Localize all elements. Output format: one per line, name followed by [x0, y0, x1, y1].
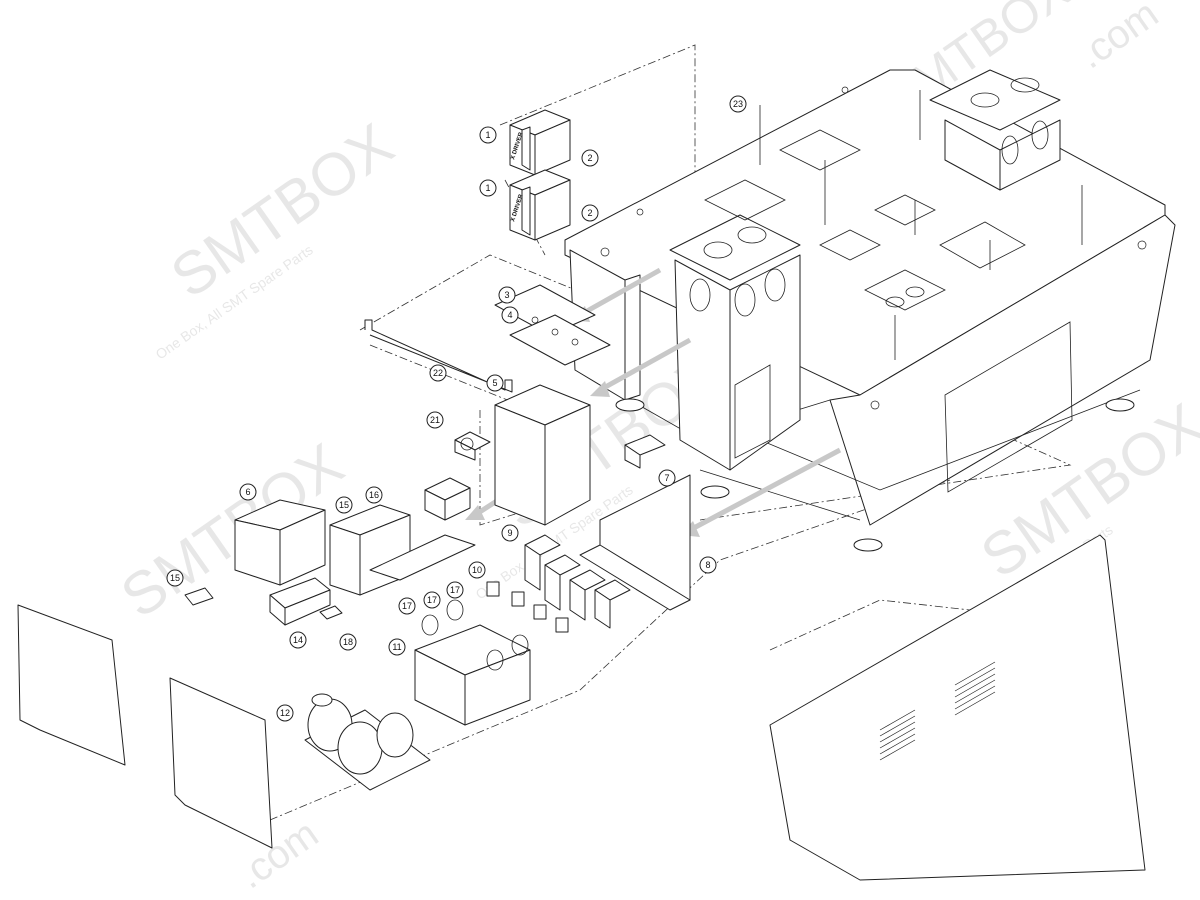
vent-left	[879, 709, 916, 761]
callout-label: 21	[430, 415, 440, 425]
transformer	[414, 599, 531, 726]
watermark-suffix: .com	[1070, 0, 1166, 77]
callout-label: 17	[450, 585, 460, 595]
callout-label: 1	[485, 130, 490, 140]
callout-label: 2	[587, 153, 592, 163]
callout-label: 17	[402, 601, 412, 611]
callout-10: 10	[468, 561, 486, 579]
callout-label: 17	[427, 595, 437, 605]
callout-label: 9	[507, 528, 512, 538]
driver-modules: X DRIVER X DRIVER	[509, 109, 571, 241]
cover-panels	[17, 534, 1146, 881]
vent-right	[954, 661, 996, 716]
callout-3: 3	[498, 286, 516, 304]
callout-label: 18	[343, 637, 353, 647]
callout-label: 2	[587, 208, 592, 218]
control-box	[424, 384, 666, 526]
callout-18: 18	[339, 633, 357, 651]
callout-15: 15	[335, 496, 353, 514]
main-frame	[564, 69, 1176, 552]
callout-22: 22	[429, 364, 447, 382]
callout-2: 2	[581, 149, 599, 167]
callout-label: 12	[280, 708, 290, 718]
callout-5: 5	[486, 374, 504, 392]
callout-label: 14	[293, 635, 303, 645]
callout-1: 1	[479, 126, 497, 144]
callout-label: 11	[392, 642, 401, 652]
callout-9: 9	[501, 524, 519, 542]
callout-11: 11	[388, 638, 406, 656]
callout-6: 6	[239, 483, 257, 501]
callout-15: 15	[166, 569, 184, 587]
callout-1: 1	[479, 179, 497, 197]
callout-12: 12	[276, 704, 294, 722]
callout-21: 21	[426, 411, 444, 429]
callout-4: 4	[501, 306, 519, 324]
callout-label: 5	[492, 378, 497, 388]
callout-label: 15	[170, 573, 180, 583]
motor	[304, 693, 431, 791]
callout-label: 7	[664, 473, 669, 483]
watermark-brand: SMTBOX	[159, 110, 405, 310]
callout-label: 10	[472, 565, 482, 575]
callout-14: 14	[289, 631, 307, 649]
callout-label: 6	[245, 487, 250, 497]
callout-label: 4	[507, 310, 512, 320]
callout-label: 16	[369, 490, 379, 500]
callout-23: 23	[729, 95, 747, 113]
callout-17: 17	[398, 597, 416, 615]
driver-bracket	[486, 474, 691, 633]
callout-17: 17	[446, 581, 464, 599]
callout-label: 3	[504, 290, 509, 300]
callout-label: 15	[339, 500, 349, 510]
callout-17: 17	[423, 591, 441, 609]
callout-label: 1	[485, 183, 490, 193]
callout-16: 16	[365, 486, 383, 504]
power-supplies	[184, 499, 476, 626]
callout-label: 23	[733, 99, 743, 109]
callout-7: 7	[658, 469, 676, 487]
callout-label: 22	[433, 368, 443, 378]
callout-2: 2	[581, 204, 599, 222]
callout-8: 8	[699, 556, 717, 574]
mounting-plates	[364, 284, 611, 393]
callout-label: 8	[705, 560, 710, 570]
